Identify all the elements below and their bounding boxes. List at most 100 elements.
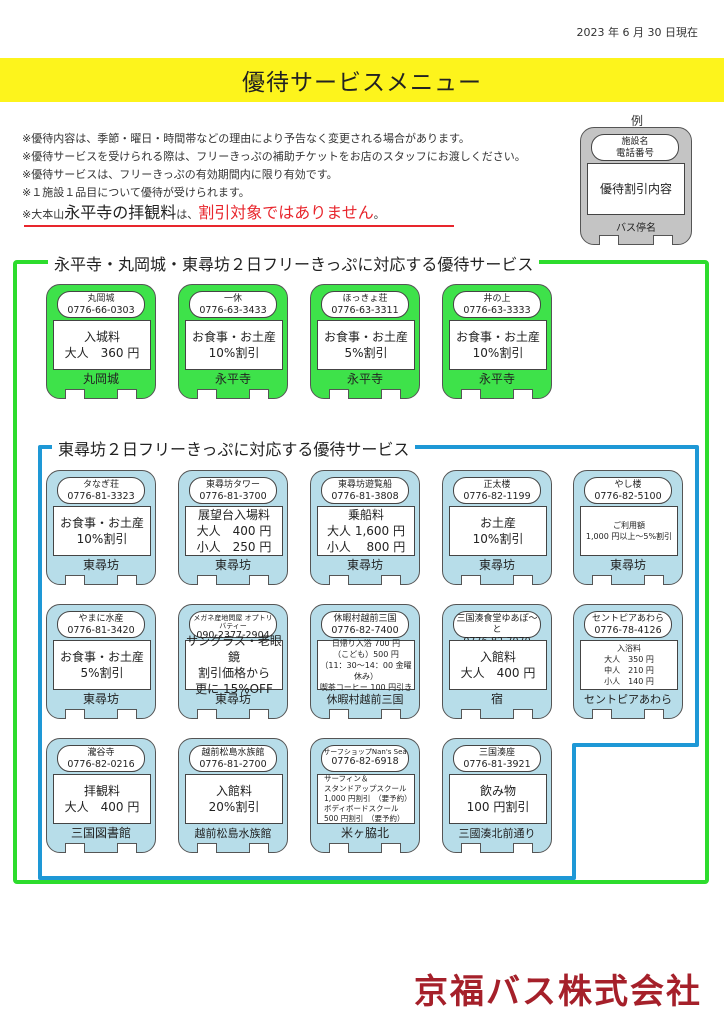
discount-line: 小人 800 円 [326,540,406,554]
sign-leg [65,709,85,719]
discount-line: 大人 400 円 [196,524,272,538]
facility-name: 東尋坊遊覧船 [337,480,392,490]
facility-phone: 0776-63-3433 [199,305,267,316]
facility-name: 正太楼 [483,480,511,490]
date-stamp: 2023 年 6 月 30 日現在 [576,26,698,39]
discount-line: お食事・お土産 [59,650,144,664]
bus-stop: 越前松島水族館 [194,827,272,840]
note-red-warning: 割引対象ではありません [198,203,374,222]
sign-leg [513,389,533,399]
note-mid: は、 [176,208,199,221]
sign-leg [461,843,481,853]
example-stop: バス停名 [616,223,656,234]
discount-line: サングラス・老眼鏡 [186,634,282,664]
example-phone: 電話番号 [615,148,654,159]
sign-leg [197,843,217,853]
facility-name: 丸岡城 [87,294,115,304]
facility-pill: 三国湊食堂ゆあぽ～と0776-82-7070 [453,611,541,647]
note-line: ※１施設１品目について優待が受けられます。 [22,186,250,199]
sign-leg [381,389,401,399]
discount-box: サングラス・老眼鏡割引価格から更に 15%OFF [185,634,283,696]
facility-phone: 0776-63-3311 [331,305,399,316]
discount-line: 日帰り入浴 700 円 [331,638,401,648]
discount-line: ご利用額 [613,521,645,530]
discount-line: 更に 15%OFF [195,682,273,696]
page-title: 優待サービスメニュー [242,70,482,96]
sign-leg [197,709,217,719]
sign-leg [65,575,85,585]
sign-leg [329,709,349,719]
example-pill: 施設名 電話番号 [591,134,679,161]
discount-line: 拝観料 [83,784,120,798]
discount-line: 小人 250 円 [196,540,272,554]
discount-box: 展望台入場料大人 400 円小人 250 円 [185,506,283,556]
example-content: 優待割引内容 [599,182,672,196]
discount-line: サーフィン＆ [324,774,369,783]
discount-line: 1,000 円割引 （要予約） [324,794,412,803]
facility-name: ほっきょ荘 [342,294,388,304]
sign-leg [65,389,85,399]
facility-name: 東尋坊タワー [205,480,260,490]
section2-title: 東尋坊２日フリーきっぷに対応する優待サービス [52,436,416,460]
facility-name: 越前松島水族館 [201,748,265,758]
bus-stop: 東尋坊 [82,692,119,706]
discount-line: お食事・お土産 [323,330,408,344]
discount-line: スタンドアップスクール [324,784,407,793]
discount-box: お食事・お土産 5%割引 [317,320,415,370]
discount-line: 大人 400 円 [64,800,140,814]
discount-line: 大人 360 円 [64,346,140,360]
discount-line: 10%割引 [208,346,260,360]
facility-name: タなぎ荘 [82,480,119,490]
discount-line: 10%割引 [472,346,524,360]
bus-stop: セントピアあわら [584,693,672,706]
discount-line: 中人 210 円 [604,666,654,675]
discount-line: 10%割引 [472,532,524,546]
note-temple: 永平寺の拝観料 [64,203,177,222]
sign-leg [461,389,481,399]
bus-stop: 米ヶ脇北 [340,826,389,840]
discount-line: 入浴料 [617,644,641,653]
discount-line: ボディボードスクール [324,804,399,813]
sign-leg [381,575,401,585]
sign-leg [249,709,269,719]
discount-line: 小人 140 円 [604,677,654,686]
discount-line: 展望台入場料 [197,508,270,522]
bus-stop: 東尋坊 [214,692,251,706]
red-underline [24,225,454,227]
discount-line: 乗船料 [347,508,384,522]
discount-line: 飲み物 [479,784,516,798]
facility-phone: 0776-81-2700 [199,759,267,770]
discount-line: お食事・お土産 [191,330,276,344]
title-band: 優待サービスメニュー [0,58,724,102]
facility-name: やし楼 [614,480,642,490]
sign-leg [644,575,664,585]
sign-leg [381,709,401,719]
bus-stop: 永平寺 [478,372,515,386]
discount-line: 5%割引 [344,346,388,360]
sign-leg [249,843,269,853]
example-name: 施設名 [621,137,649,147]
discount-line: 割引価格から [197,666,270,680]
facility-sign: 三国湊食堂ゆあぽ～と0776-82-7070入館料大人 400 円宿 [442,604,552,719]
sign-leg [249,389,269,399]
